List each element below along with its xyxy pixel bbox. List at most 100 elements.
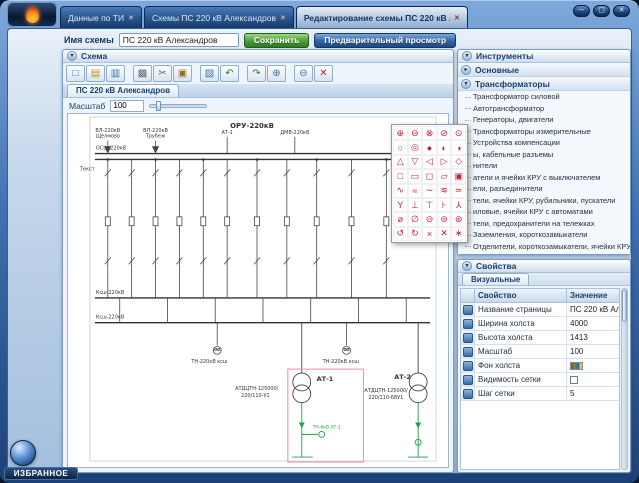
palette-symbol[interactable]: ◑	[451, 140, 466, 154]
tab-close-icon[interactable]: ✕	[454, 14, 460, 22]
palette-symbol[interactable]: ●	[422, 140, 437, 154]
palette-symbol[interactable]: ⊝	[422, 212, 437, 226]
property-value[interactable]: ПС 220 кВ Александ	[567, 303, 619, 316]
tool-item[interactable]: Отделители, короткозамыкатели, ячейки КР…	[458, 241, 630, 253]
delete-button[interactable]: ✕	[314, 65, 333, 82]
chevron-down-icon[interactable]: ▾	[462, 51, 472, 61]
palette-symbol[interactable]: ◻	[422, 169, 437, 183]
tool-item[interactable]: Генераторы, двигатели	[458, 114, 630, 126]
redo-button[interactable]: ↷	[247, 65, 266, 82]
color-picker-icon[interactable]	[570, 362, 583, 370]
scale-slider[interactable]	[149, 104, 207, 108]
property-row[interactable]: Видимость сетки	[461, 373, 619, 387]
scale-input[interactable]	[110, 100, 144, 112]
open-button[interactable]: ▤	[86, 65, 105, 82]
palette-symbol[interactable]: ↺	[393, 227, 408, 241]
property-value[interactable]: 5	[567, 387, 619, 400]
palette-symbol[interactable]: ≈	[408, 184, 423, 198]
tools-section-2[interactable]: ▾Трансформаторы	[458, 77, 630, 91]
palette-symbol[interactable]: □	[393, 169, 408, 183]
tool-item[interactable]: ели, разъединители	[458, 183, 630, 195]
tool-item[interactable]: атели и ячейки КРУ с выключателем	[458, 172, 630, 184]
palette-symbol[interactable]: ∅	[408, 212, 423, 226]
print-button[interactable]: ▩	[133, 65, 152, 82]
property-row[interactable]: Название страницыПС 220 кВ Александ	[461, 303, 619, 317]
palette-symbol[interactable]: Y	[393, 198, 408, 212]
palette-symbol[interactable]: ▷	[437, 155, 452, 169]
palette-symbol[interactable]: ◐	[437, 140, 452, 154]
scale-slider-thumb[interactable]	[156, 101, 161, 111]
tab-close-icon[interactable]: ✕	[128, 14, 134, 22]
tool-item[interactable]: тели, ячейки КРУ, рубильники, пускатели	[458, 195, 630, 207]
property-value[interactable]	[567, 373, 619, 386]
palette-symbol[interactable]: ⊥	[408, 198, 423, 212]
palette-symbol[interactable]: ◎	[408, 140, 423, 154]
tab-3[interactable]: Редактирование схемы ПС 220 кВ Але...✕	[296, 6, 468, 28]
maximize-button[interactable]: ▢	[593, 5, 610, 17]
close-button[interactable]: ✕	[613, 5, 630, 17]
palette-symbol[interactable]: ∿	[393, 184, 408, 198]
palette-symbol[interactable]: ⊦	[437, 198, 452, 212]
palette-symbol[interactable]: ⊜	[437, 212, 452, 226]
palette-symbol[interactable]: ⊕	[393, 126, 408, 140]
palette-symbol[interactable]: ◇	[451, 155, 466, 169]
palette-symbol[interactable]: ↻	[408, 227, 423, 241]
schema-document-tab[interactable]: ПС 220 кВ Александров	[67, 84, 179, 97]
palette-symbol[interactable]: ∼	[422, 184, 437, 198]
property-row[interactable]: Ширина холста4000	[461, 317, 619, 331]
palette-symbol[interactable]: ⊘	[437, 126, 452, 140]
palette-symbol[interactable]: ▽	[408, 155, 423, 169]
palette-symbol[interactable]: ⌀	[393, 212, 408, 226]
tool-item[interactable]: Заземления, короткозамыкатели	[458, 229, 630, 241]
zoom-out-button[interactable]: ⊖	[294, 65, 313, 82]
palette-symbol[interactable]: ≃	[451, 184, 466, 198]
palette-symbol[interactable]: ≋	[437, 184, 452, 198]
palette-symbol[interactable]: ⊛	[451, 212, 466, 226]
chevron-down-icon[interactable]: ▾	[461, 79, 471, 89]
chevron-down-icon[interactable]: ▾	[462, 261, 472, 271]
tool-item[interactable]: Трансформатор силовой	[458, 91, 630, 103]
property-value[interactable]: 4000	[567, 317, 619, 330]
palette-symbol[interactable]: ∗	[451, 227, 466, 241]
palette-symbol[interactable]: ▱	[437, 169, 452, 183]
palette-symbol[interactable]: ⊤	[422, 198, 437, 212]
schema-name-input[interactable]	[119, 33, 239, 47]
tool-item[interactable]: Трансформаторы измерительные	[458, 126, 630, 138]
copy-button[interactable]: ▣	[173, 65, 192, 82]
favorites-orb[interactable]	[10, 440, 36, 466]
property-row[interactable]: Масштаб100	[461, 345, 619, 359]
tab-visual-properties[interactable]: Визуальные	[462, 273, 529, 285]
minimize-button[interactable]: ─	[573, 5, 590, 17]
tools-section-1[interactable]: ▸Основные	[458, 63, 630, 77]
favorites-button[interactable]: ИЗБРАННОЕ	[4, 467, 78, 480]
properties-scrollbar[interactable]	[621, 288, 628, 470]
paste-button[interactable]: ▧	[200, 65, 219, 82]
property-value[interactable]: 1413	[567, 331, 619, 344]
tool-item[interactable]: Устройства компенсации	[458, 137, 630, 149]
tool-item[interactable]: тели, предохранители на тележках	[458, 218, 630, 230]
property-value[interactable]	[567, 359, 619, 372]
preview-button[interactable]: Предварительный просмотр	[314, 33, 456, 48]
palette-symbol[interactable]: ⅄	[451, 198, 466, 212]
tab-2[interactable]: Схемы ПС 220 кВ Александров✕	[144, 6, 294, 28]
tool-item[interactable]: Автотрансформатор	[458, 103, 630, 115]
tab-1[interactable]: Данные по ТИ✕	[60, 6, 142, 28]
scrollbar-thumb[interactable]	[622, 290, 627, 322]
save-button[interactable]: ▥	[106, 65, 125, 82]
palette-symbol[interactable]: ▭	[408, 169, 423, 183]
property-row[interactable]: Фон холста	[461, 359, 619, 373]
palette-symbol[interactable]: ◁	[422, 155, 437, 169]
undo-button[interactable]: ↶	[220, 65, 239, 82]
palette-symbol[interactable]: ○	[393, 140, 408, 154]
palette-symbol[interactable]: ⊖	[408, 126, 423, 140]
palette-symbol[interactable]: △	[393, 155, 408, 169]
palette-symbol[interactable]: ▣	[451, 169, 466, 183]
property-row[interactable]: Высота холста1413	[461, 331, 619, 345]
property-row[interactable]: Шаг сетки5	[461, 387, 619, 401]
palette-symbol[interactable]: ✕	[437, 227, 452, 241]
app-logo[interactable]	[7, 2, 57, 27]
property-value[interactable]: 100	[567, 345, 619, 358]
save-schema-button[interactable]: Сохранить	[244, 33, 310, 48]
zoom-in-button[interactable]: ⊕	[267, 65, 286, 82]
chevron-right-icon[interactable]: ▸	[461, 65, 471, 75]
